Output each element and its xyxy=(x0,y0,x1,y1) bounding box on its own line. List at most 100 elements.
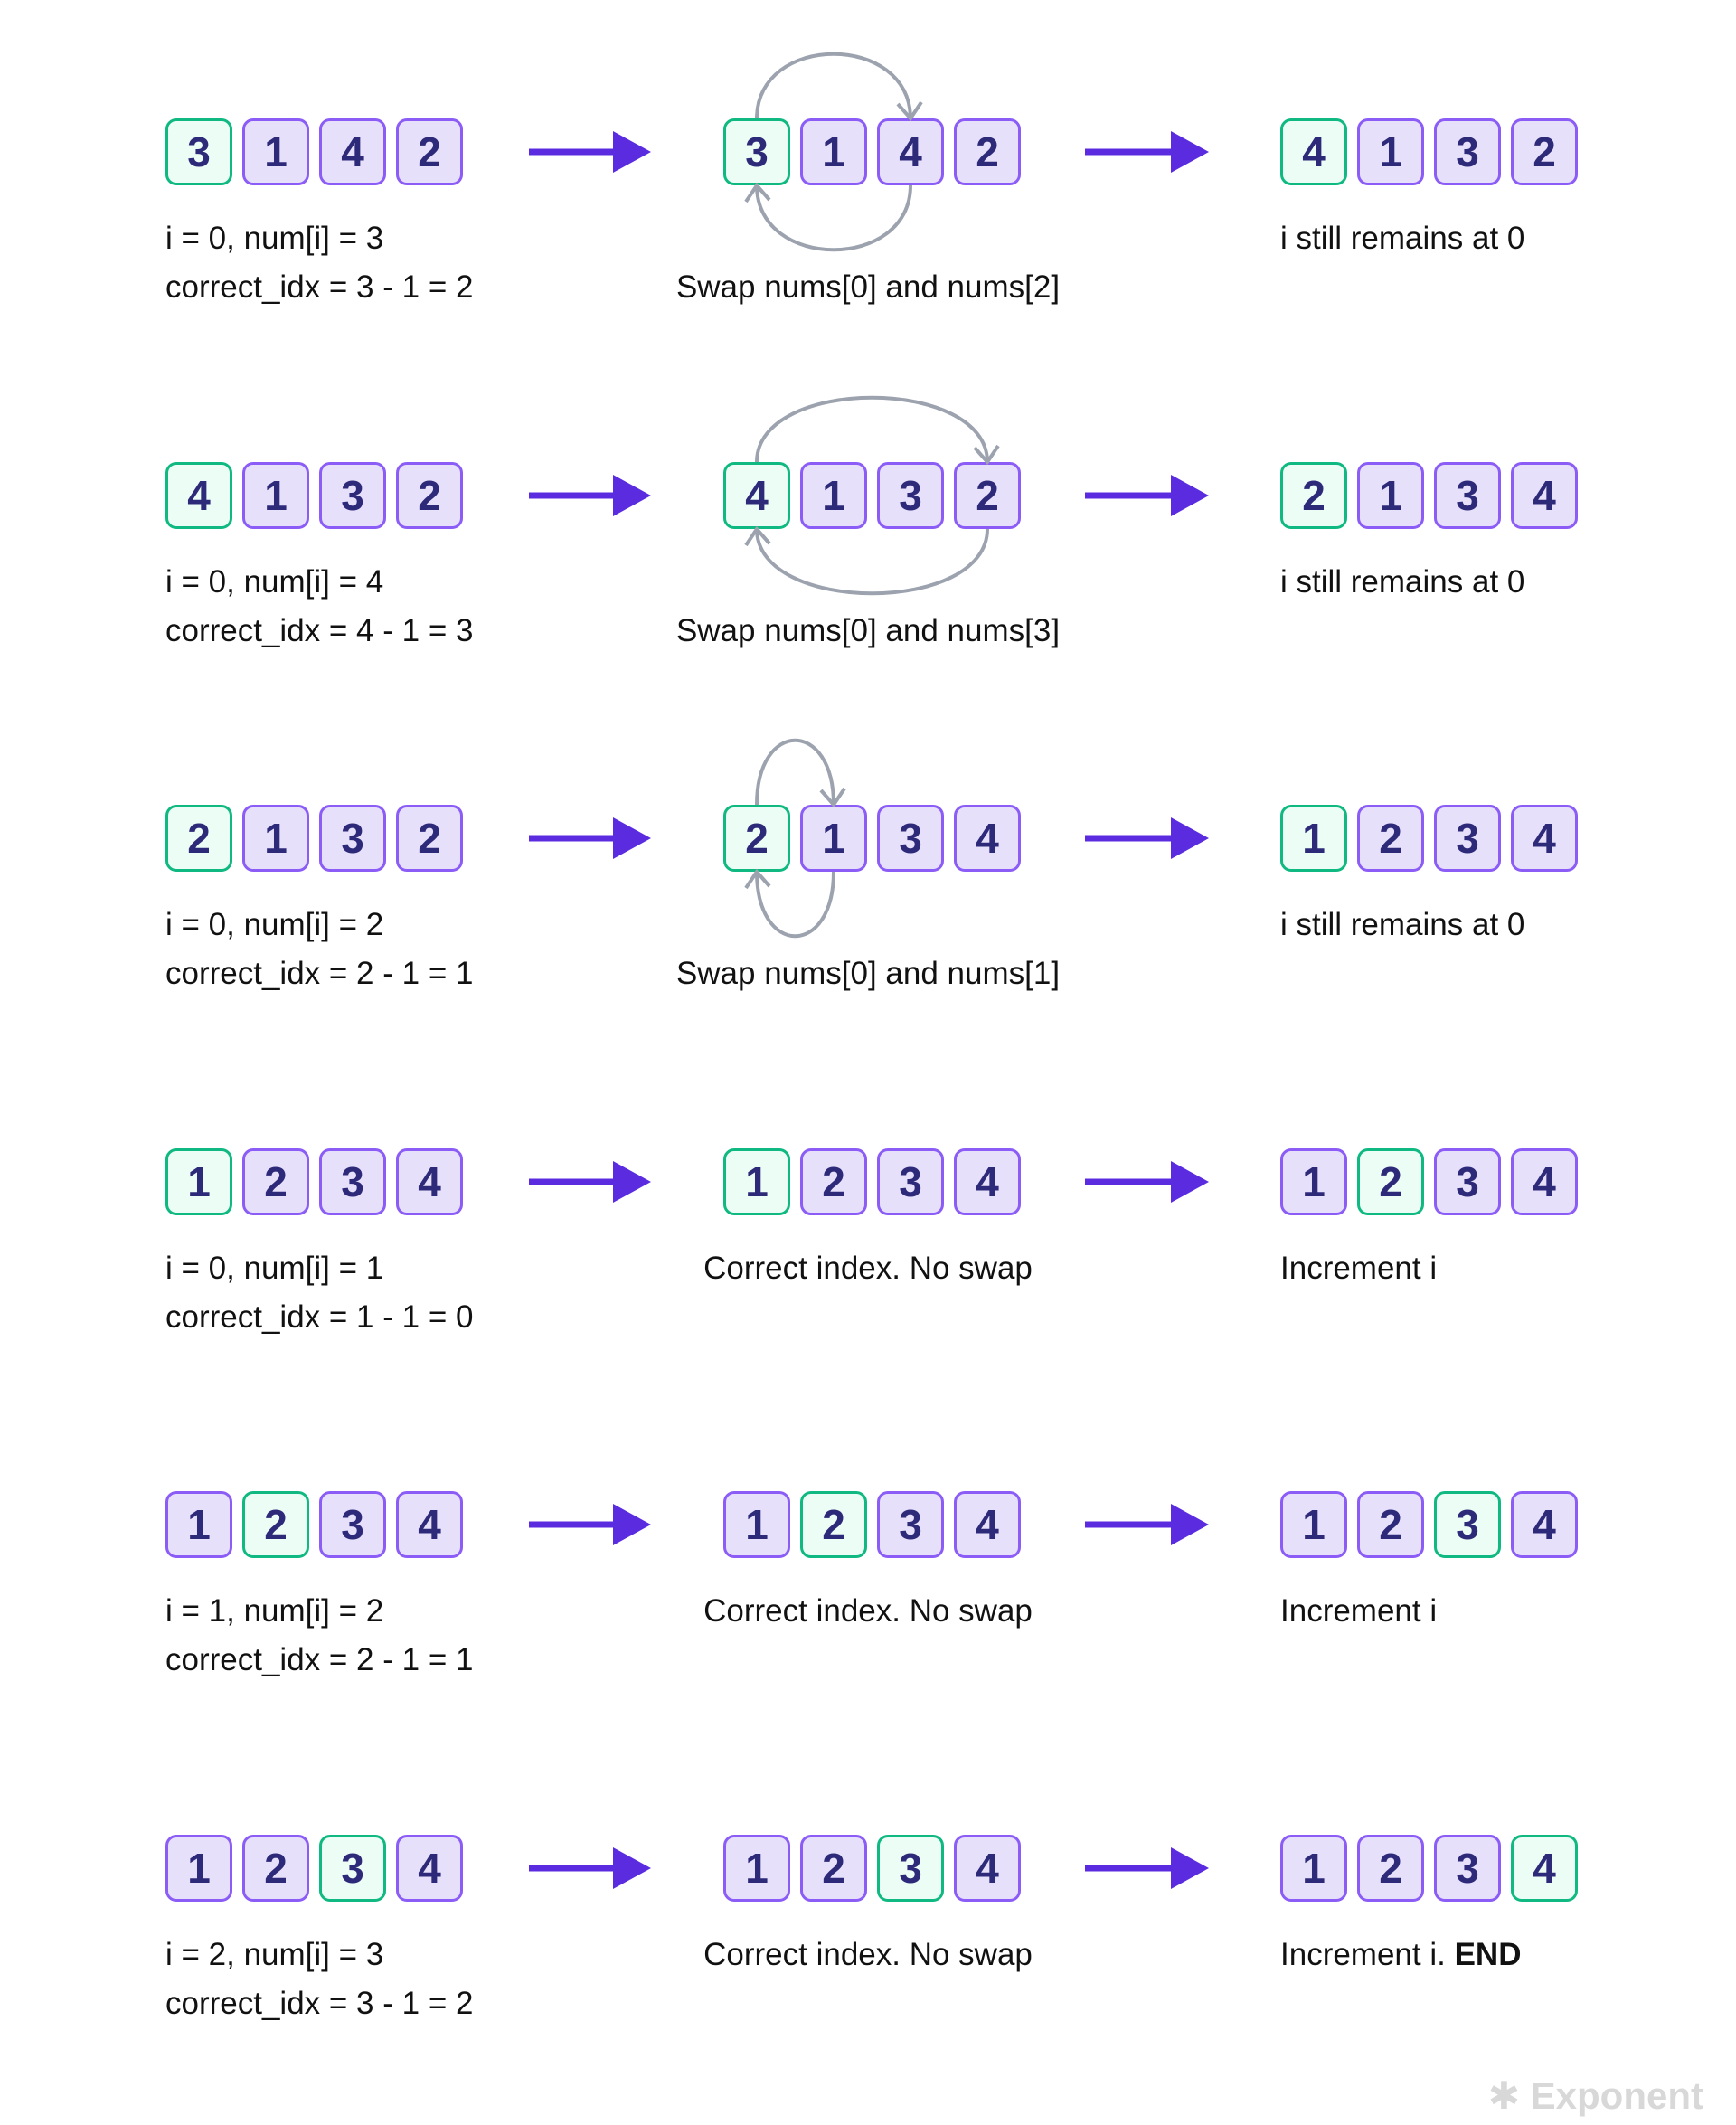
array-cell: 2 xyxy=(396,461,463,529)
array-cell: 1 xyxy=(723,1491,790,1559)
arrow-right-icon xyxy=(1171,817,1209,860)
result-text: Increment i xyxy=(1280,1244,1437,1293)
action-text: Swap nums[0] and nums[3] xyxy=(675,612,1061,648)
arrow-right-icon xyxy=(613,1504,651,1546)
array-cell: 4 xyxy=(1280,118,1347,185)
result-text: i still remains at 0 xyxy=(1280,558,1524,607)
array-cell: 4 xyxy=(1511,461,1578,529)
arrow-right-icon xyxy=(613,1847,651,1889)
arrow-right-icon xyxy=(1171,131,1209,173)
array-cell: 1 xyxy=(1357,461,1424,529)
array-cell: 1 xyxy=(1280,1148,1347,1215)
array-cell: 2 xyxy=(396,805,463,873)
array-cell: 1 xyxy=(1280,805,1347,873)
array-cell: 4 xyxy=(1511,1491,1578,1559)
array-cell: 3 xyxy=(877,1835,944,1902)
step-description: correct_idx = 3 - 1 = 2 xyxy=(165,1986,474,2021)
arrow-right-icon xyxy=(1171,474,1209,516)
array-cell: 3 xyxy=(877,1148,944,1215)
array-cell: 3 xyxy=(319,1835,386,1902)
exponent-logo: ✱ Exponent xyxy=(1487,2074,1703,2117)
array-cell: 3 xyxy=(1434,1491,1501,1559)
result-text-main: i still remains at 0 xyxy=(1280,563,1525,600)
array-cell: 3 xyxy=(877,461,944,529)
array-cell: 4 xyxy=(954,1491,1021,1559)
array-cell: 3 xyxy=(319,1491,386,1559)
array-cell: 3 xyxy=(319,461,386,529)
array-cell: 4 xyxy=(396,1148,463,1215)
arrow-right-icon xyxy=(613,474,651,516)
array-cell: 1 xyxy=(165,1491,232,1559)
array-cell: 4 xyxy=(396,1491,463,1559)
array-cell: 1 xyxy=(800,118,867,185)
array-cell: 1 xyxy=(165,1835,232,1902)
array-cell: 4 xyxy=(396,1835,463,1902)
array-cell: 1 xyxy=(800,805,867,873)
arrow-right-icon xyxy=(1171,1160,1209,1203)
array-cell: 1 xyxy=(1280,1491,1347,1559)
array-cell: 3 xyxy=(723,118,790,185)
result-text-main: i still remains at 0 xyxy=(1280,907,1525,943)
step-description: correct_idx = 1 - 1 = 0 xyxy=(165,1299,474,1335)
result-text: Increment i xyxy=(1280,1587,1437,1636)
array-cell: 2 xyxy=(800,1835,867,1902)
step-description: i = 2, num[i] = 3 xyxy=(165,1937,384,1972)
array-cell: 2 xyxy=(723,805,790,873)
arc-arrowhead-icon xyxy=(973,444,1000,465)
array-cell: 1 xyxy=(242,118,309,185)
array-cell: 4 xyxy=(1511,1835,1578,1902)
array-cell: 3 xyxy=(319,1148,386,1215)
step-description: i = 0, num[i] = 3 xyxy=(165,221,384,256)
array-cell: 4 xyxy=(1511,1148,1578,1215)
array-cell: 1 xyxy=(723,1148,790,1215)
array-cell: 3 xyxy=(1434,805,1501,873)
array-cell: 1 xyxy=(165,1148,232,1215)
array-cell: 2 xyxy=(242,1148,309,1215)
array-cell: 4 xyxy=(319,118,386,185)
arc-arrowhead-icon xyxy=(744,525,771,546)
step-description: correct_idx = 2 - 1 = 1 xyxy=(165,1642,474,1678)
array-cell: 2 xyxy=(242,1491,309,1559)
arc-arrowhead-icon xyxy=(819,788,846,808)
array-cell: 1 xyxy=(242,805,309,873)
step-description: i = 0, num[i] = 1 xyxy=(165,1250,384,1286)
array-cell: 3 xyxy=(877,1491,944,1559)
swap-arc-bottom xyxy=(755,528,989,595)
array-cell: 1 xyxy=(723,1835,790,1902)
step-description: i = 1, num[i] = 2 xyxy=(165,1593,384,1629)
action-text: Correct index. No swap xyxy=(703,1937,1033,1972)
arrow-right-icon xyxy=(613,1160,651,1203)
swap-arc-top xyxy=(755,739,835,806)
array-cell: 2 xyxy=(800,1148,867,1215)
arc-arrowhead-icon xyxy=(744,182,771,203)
array-cell: 2 xyxy=(1357,1835,1424,1902)
action-text: Swap nums[0] and nums[2] xyxy=(675,269,1061,305)
array-cell: 4 xyxy=(954,1148,1021,1215)
array-cell: 2 xyxy=(1280,461,1347,529)
array-cell: 3 xyxy=(165,118,232,185)
result-text: Increment i. END xyxy=(1280,1931,1521,1979)
arrow-right-icon xyxy=(613,817,651,860)
step-description: i = 0, num[i] = 4 xyxy=(165,563,384,600)
swap-arc-top xyxy=(755,52,912,119)
array-cell: 2 xyxy=(242,1835,309,1902)
array-cell: 3 xyxy=(1434,1835,1501,1902)
